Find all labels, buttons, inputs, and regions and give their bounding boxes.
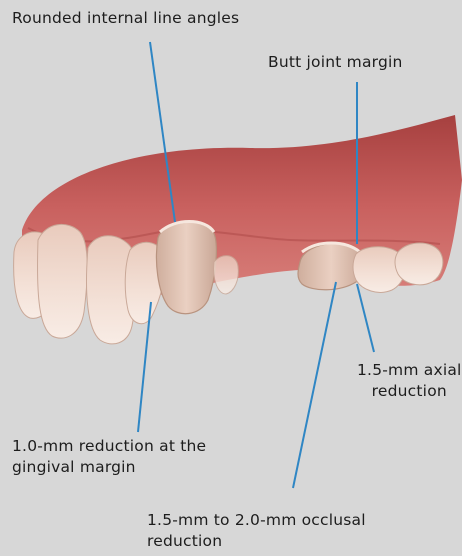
label-butt-joint-margin: Butt joint margin [268, 52, 403, 73]
tooth-left-2 [38, 224, 88, 338]
label-occlusal-line1: 1.5-mm to 2.0-mm occlusal [147, 510, 366, 531]
label-axial-reduction-line1: 1.5-mm axial [357, 360, 462, 381]
prepared-tooth-anterior [156, 222, 216, 314]
label-occlusal-line2: reduction [147, 531, 366, 552]
label-gingival-margin-reduction: 1.0-mm reduction at the gingival margin [12, 436, 206, 478]
label-gingival-line1: 1.0-mm reduction at the [12, 436, 206, 457]
label-occlusal-reduction: 1.5-mm to 2.0-mm occlusal reduction [147, 510, 366, 552]
label-axial-reduction-line2: reduction [357, 381, 462, 402]
label-rounded-internal-line-angles: Rounded internal line angles [12, 8, 239, 29]
tooth-mid [214, 256, 239, 294]
leader-line-occlusal [293, 282, 336, 488]
label-axial-reduction: 1.5-mm axial reduction [357, 360, 462, 402]
leader-line-axial [357, 284, 374, 352]
label-gingival-line2: gingival margin [12, 457, 206, 478]
tooth-right-2 [395, 243, 443, 285]
